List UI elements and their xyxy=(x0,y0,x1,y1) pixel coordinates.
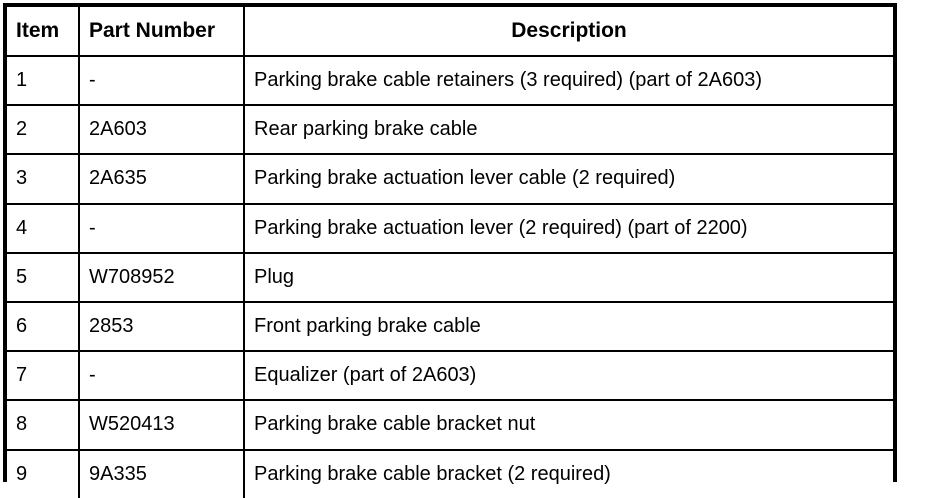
cell-part-number: W708952 xyxy=(78,251,245,303)
table-row: 8 W520413 Parking brake cable bracket nu… xyxy=(7,399,893,451)
table-row: 9 9A335 Parking brake cable bracket (2 r… xyxy=(7,448,893,498)
cell-description: Plug xyxy=(243,251,893,303)
table-row: 1 - Parking brake cable retainers (3 req… xyxy=(7,54,893,107)
cell-part-number: 2A603 xyxy=(78,104,245,156)
column-header-description: Description xyxy=(243,7,893,57)
cell-item: 8 xyxy=(7,399,80,451)
parts-table-container: Item Part Number Description 1 - Parking… xyxy=(3,3,897,498)
cell-part-number: 2853 xyxy=(78,300,245,353)
cell-description: Parking brake cable retainers (3 require… xyxy=(243,54,893,107)
table-row: 6 2853 Front parking brake cable xyxy=(7,300,893,353)
cell-item: 6 xyxy=(7,300,80,353)
cell-part-number: 2A635 xyxy=(78,153,245,205)
cell-description: Parking brake cable bracket (2 required) xyxy=(243,448,893,498)
table-row: 4 - Parking brake actuation lever (2 req… xyxy=(7,202,893,254)
column-header-part-number: Part Number xyxy=(78,7,245,57)
cell-part-number: W520413 xyxy=(78,399,245,451)
table-row: 2 2A603 Rear parking brake cable xyxy=(7,104,893,156)
cell-description: Parking brake actuation lever cable (2 r… xyxy=(243,153,893,205)
table-row: 3 2A635 Parking brake actuation lever ca… xyxy=(7,153,893,205)
cell-item: 7 xyxy=(7,350,80,402)
cell-item: 9 xyxy=(7,448,80,498)
cell-item: 1 xyxy=(7,54,80,107)
cell-description: Parking brake cable bracket nut xyxy=(243,399,893,451)
table-row: 5 W708952 Plug xyxy=(7,251,893,303)
cell-description: Front parking brake cable xyxy=(243,300,893,353)
table-row: 7 - Equalizer (part of 2A603) xyxy=(7,350,893,402)
cell-part-number: - xyxy=(78,350,245,402)
table-body: 1 - Parking brake cable retainers (3 req… xyxy=(7,54,893,498)
cell-item: 5 xyxy=(7,251,80,303)
cell-description: Rear parking brake cable xyxy=(243,104,893,156)
cell-description: Parking brake actuation lever (2 require… xyxy=(243,202,893,254)
table-header: Item Part Number Description xyxy=(7,7,893,57)
cell-description: Equalizer (part of 2A603) xyxy=(243,350,893,402)
cell-item: 3 xyxy=(7,153,80,205)
cell-item: 4 xyxy=(7,202,80,254)
parts-table: Item Part Number Description 1 - Parking… xyxy=(7,7,893,498)
table-header-row: Item Part Number Description xyxy=(7,7,893,57)
cell-part-number: 9A335 xyxy=(78,448,245,498)
cell-part-number: - xyxy=(78,202,245,254)
cell-item: 2 xyxy=(7,104,80,156)
column-header-item: Item xyxy=(7,7,80,57)
cell-part-number: - xyxy=(78,54,245,107)
